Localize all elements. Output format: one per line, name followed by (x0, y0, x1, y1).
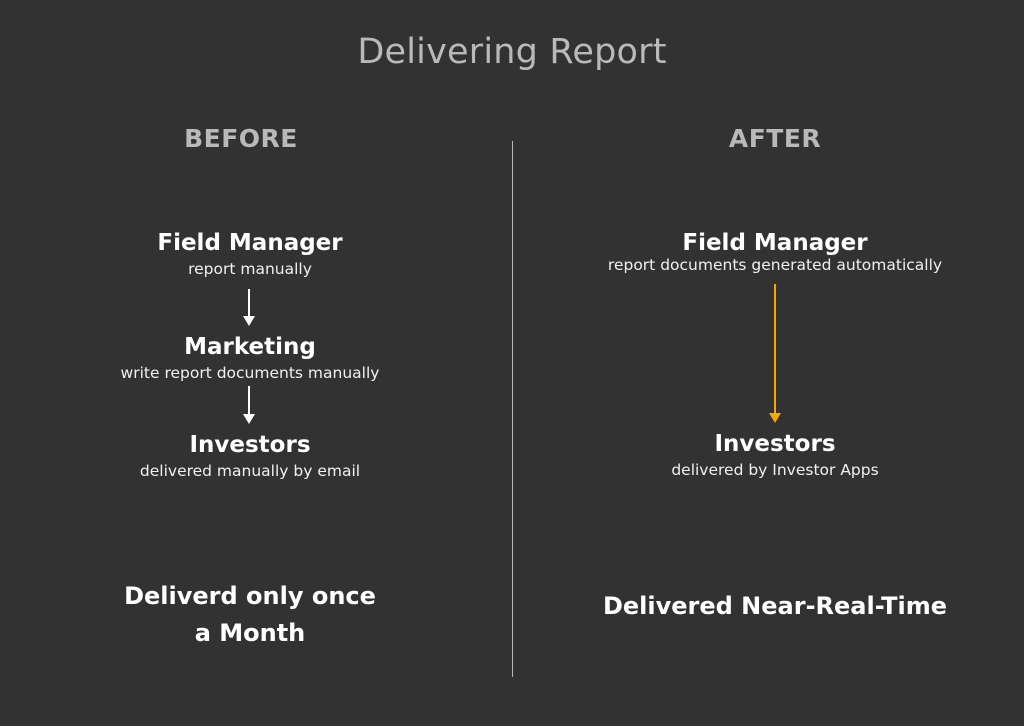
before-node-marketing: Marketing write report documents manuall… (0, 333, 500, 383)
node-title: Field Manager (682, 230, 868, 256)
after-summary: Delivered Near-Real-Time (602, 592, 948, 620)
node-subtitle: delivered manually by email (139, 462, 361, 480)
node-title: Field Manager (157, 230, 343, 256)
column-divider (512, 141, 513, 677)
node-subtitle: report manually (188, 260, 312, 278)
node-title: Investors (189, 432, 311, 458)
before-node-investors: Investors delivered manually by email (0, 431, 500, 481)
node-title: Marketing (184, 334, 316, 360)
node-title: Investors (714, 431, 836, 457)
arrow-down-icon (769, 284, 781, 423)
arrow-down-icon (243, 289, 255, 326)
node-subtitle: delivered by Investor Apps (671, 461, 879, 479)
before-node-field-manager: Field Manager report manually (0, 229, 500, 279)
summary-line: Deliverd only once (124, 582, 376, 610)
summary-line: a Month (194, 619, 306, 647)
after-node-investors: Investors delivered by Investor Apps (525, 430, 1024, 480)
before-column: BEFORE Field Manager report manually Mar… (0, 0, 500, 726)
arrow-down-icon (243, 386, 255, 424)
node-subtitle: write report documents manually (120, 364, 380, 382)
page-title: Delivering Report (357, 32, 667, 72)
before-heading: BEFORE (184, 124, 298, 153)
after-heading: AFTER (728, 124, 822, 153)
before-summary: Deliverd only once a Month (0, 578, 500, 652)
node-subtitle: report documents generated automatically (607, 256, 943, 274)
after-node-field-manager: Field Manager report documents generated… (525, 229, 1024, 275)
after-column: AFTER Field Manager report documents gen… (524, 0, 1024, 726)
